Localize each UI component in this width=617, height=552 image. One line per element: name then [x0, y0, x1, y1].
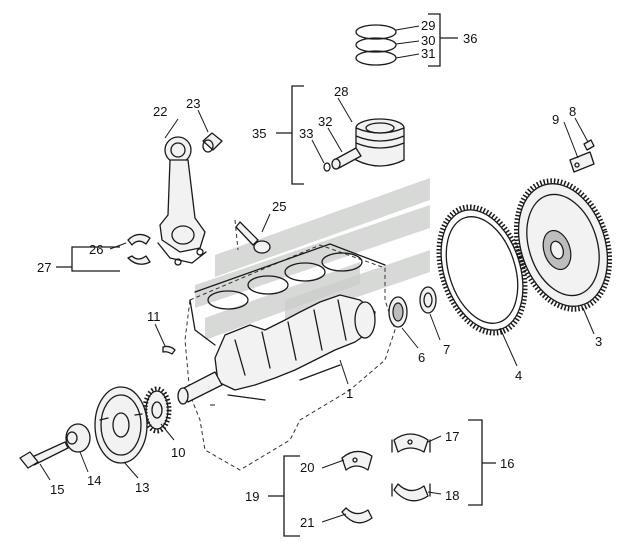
pulley-washer: [65, 423, 91, 453]
callout-9: 9: [552, 112, 559, 127]
callout-15: 15: [50, 482, 64, 497]
callout-27: 27: [37, 260, 51, 275]
crankshaft: [177, 294, 376, 405]
bracket-27: [56, 246, 120, 272]
brackets: [56, 13, 496, 537]
callout-23: 23: [186, 96, 200, 111]
callout-10: 10: [171, 445, 185, 460]
callout-25: 25: [272, 199, 286, 214]
callout-20: 20: [300, 460, 314, 475]
rod-bearing-shells: [127, 233, 151, 265]
callout-3: 3: [595, 334, 602, 349]
bracket-16: [468, 419, 496, 506]
callout-6: 6: [418, 350, 425, 365]
callout-11: 11: [147, 309, 161, 324]
bracket-19: [268, 455, 300, 537]
callout-8: 8: [569, 104, 576, 119]
flywheel-bolt: [583, 139, 595, 151]
rear-spacer-ring: [419, 286, 437, 314]
callout-22: 22: [153, 104, 167, 119]
rod-bolt: [235, 221, 271, 254]
callout-30: 30: [421, 33, 435, 48]
crankshaft-gear: [142, 386, 172, 434]
callout-7: 7: [443, 342, 450, 357]
callout-35: 35: [252, 126, 266, 141]
callout-19: 19: [245, 489, 259, 504]
callout-13: 13: [135, 480, 149, 495]
bolt-lock-plate: [569, 151, 595, 173]
engine-block-outline: [184, 219, 396, 471]
callout-28: 28: [334, 84, 348, 99]
callout-26: 26: [89, 242, 103, 257]
main-bearing-upper: [341, 450, 373, 471]
rear-oil-seal: [388, 296, 408, 328]
callout-31: 31: [421, 46, 435, 61]
callout-33: 33: [299, 126, 313, 141]
main-bearing-lower: [341, 507, 373, 524]
callout-1: 1: [346, 386, 353, 401]
callout-14: 14: [87, 473, 101, 488]
bracket-36: [428, 13, 458, 67]
callout-36: 36: [463, 31, 477, 46]
callout-18: 18: [445, 488, 459, 503]
piston-rings: [355, 24, 397, 66]
callout-21: 21: [300, 515, 314, 530]
pulley-bolt: [19, 441, 69, 469]
small-end-bushing: [202, 132, 223, 153]
piston-pin: [331, 147, 362, 170]
flywheel: [513, 178, 613, 312]
connecting-rod: [157, 136, 207, 266]
callout-29: 29: [421, 18, 435, 33]
leader-lines: [39, 25, 595, 523]
ring-gear: [436, 204, 528, 336]
callout-16: 16: [500, 456, 514, 471]
crankshaft-pulley: [94, 386, 148, 464]
piston: [355, 118, 405, 167]
thrust-bearing-lower: [391, 483, 431, 502]
woodruff-key: [162, 345, 176, 355]
callout-32: 32: [318, 114, 332, 129]
callout-labels: 1 3 4 6 7 8 9 10 11 13 14 15 16 17 18 19…: [37, 18, 602, 530]
piston-pin-circlip: [323, 162, 331, 172]
callout-17: 17: [445, 429, 459, 444]
thrust-bearing-upper: [391, 433, 431, 453]
bracket-35: [276, 85, 304, 185]
callout-4: 4: [515, 368, 522, 383]
